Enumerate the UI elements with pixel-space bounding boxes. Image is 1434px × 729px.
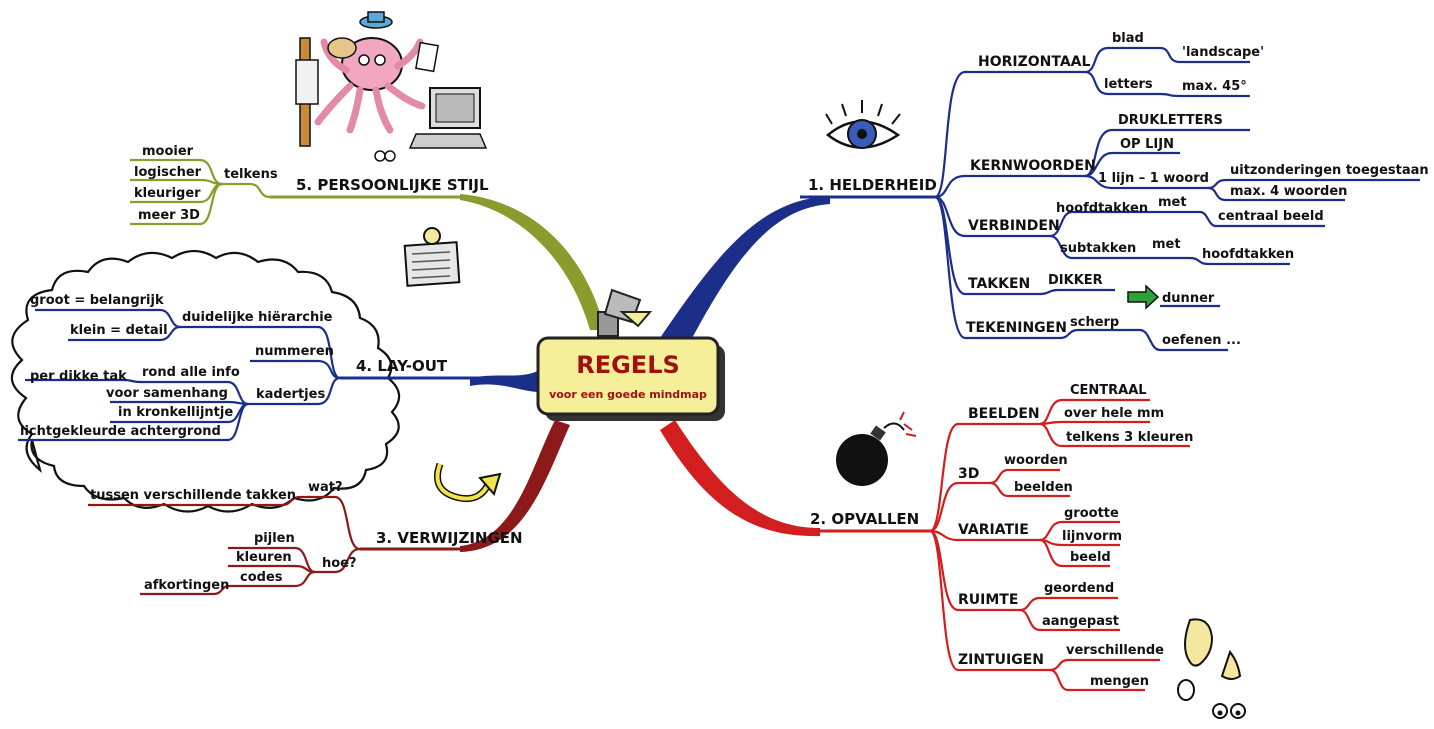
groot-label: groot = belangrijk [30, 293, 164, 308]
uitzonderingen-label: uitzonderingen toegestaan [1230, 163, 1429, 178]
grootte-label: grootte [1064, 506, 1119, 521]
branch-stijl [460, 194, 605, 330]
horizontaal-label: HORIZONTAAL [978, 54, 1091, 70]
stijl-label: 5. PERSOONLIJKE STIJL [296, 176, 489, 194]
layout-label: 4. LAY-OUT [356, 357, 448, 375]
verschillende-label: verschillende [1066, 643, 1164, 658]
hoofdtakken-label: hoofdtakken [1056, 201, 1148, 216]
curved-arrow-icon [434, 462, 502, 503]
nummeren-label: nummeren [255, 344, 334, 359]
verwijzingen-label: 3. VERWIJZINGEN [376, 529, 523, 547]
lamp-icon [597, 288, 653, 337]
central-title: REGELS [576, 351, 680, 379]
eye-icon [825, 100, 901, 149]
kernwoorden-label: KERNWOORDEN [970, 158, 1096, 174]
branch-opvallen [660, 420, 820, 537]
takken-label: TAKKEN [968, 276, 1030, 292]
telkens-label: telkens [224, 167, 278, 182]
octopus-artist-icon [295, 11, 488, 162]
drukletters-label: DRUKLETTERS [1118, 113, 1223, 128]
ear-icon [1184, 618, 1214, 667]
hoofdtakken2-label: hoofdtakken [1202, 247, 1294, 262]
beeld-label: beeld [1070, 550, 1111, 565]
eyes-icon [1212, 703, 1246, 719]
variatie-label: VARIATIE [958, 522, 1029, 538]
helderheid-label: 1. HELDERHEID [808, 176, 937, 194]
hoe-label: hoe? [322, 556, 357, 571]
branch-layout [470, 370, 540, 392]
dunner-label: dunner [1162, 291, 1215, 306]
branch-verwijzingen [460, 420, 570, 552]
cloud-outline [10, 249, 401, 513]
mooier-label: mooier [142, 144, 194, 159]
layout-group [18, 308, 341, 442]
klein-label: klein = detail [70, 323, 168, 338]
logischer-label: logischer [134, 165, 202, 180]
dikker-label: DIKKER [1048, 273, 1103, 288]
woorden-label: woorden [1004, 453, 1068, 468]
kleuren-label: kleuren [236, 550, 292, 565]
perdikke-label: per dikke tak [30, 369, 127, 384]
centraal-label: CENTRAAL [1070, 383, 1147, 398]
central-box [536, 336, 720, 416]
zintuigen-label: ZINTUIGEN [958, 652, 1044, 668]
newspaper-reader-icon [403, 227, 461, 287]
pijlen-label: pijlen [254, 531, 295, 546]
branch-helderheid [660, 196, 830, 342]
met2-label: met [1152, 237, 1181, 252]
green-arrow-icon [1127, 284, 1160, 310]
mouth-icon [1177, 679, 1195, 701]
aangepast-label: aangepast [1042, 614, 1119, 629]
afkortingen-label: afkortingen [144, 578, 229, 593]
mengen-label: mengen [1090, 674, 1149, 689]
eenlijn-label: 1 lijn – 1 woord [1098, 171, 1209, 186]
lijnvorm-label: lijnvorm [1062, 529, 1122, 544]
geordend-label: geordend [1044, 581, 1114, 596]
max4-label: max. 4 woorden [1230, 184, 1347, 199]
wat-label: wat? [308, 480, 343, 495]
letters-label: letters [1104, 77, 1153, 92]
centraal-beeld-label: centraal beeld [1218, 209, 1324, 224]
scherp-label: scherp [1070, 315, 1119, 330]
central-node: REGELS voor een goede mindmap [536, 336, 725, 421]
d3-label: 3D [958, 466, 979, 482]
rond-label: rond alle info [142, 365, 240, 380]
samenhang-label: voor samenhang [106, 386, 228, 401]
kadertjes-label: kadertjes [256, 387, 325, 402]
max45-label: max. 45° [1182, 79, 1247, 94]
opvallen-label: 2. OPVALLEN [810, 510, 919, 528]
landscape-label: 'landscape' [1182, 45, 1264, 60]
verbinden-label: VERBINDEN [968, 218, 1060, 234]
meer3d-label: meer 3D [138, 208, 200, 223]
central-subtitle: voor een goede mindmap [549, 388, 707, 401]
stijl-group [130, 158, 271, 226]
achtergrond-label: lichtgekleurde achtergrond [20, 424, 221, 439]
tekeningen-label: TEKENINGEN [966, 320, 1067, 336]
kronkel-label: in kronkellijntje [118, 405, 233, 420]
bomb-icon [836, 411, 917, 486]
codes-label: codes [240, 570, 283, 585]
opvallen-group [929, 398, 1190, 692]
oefenen-label: oefenen ... [1162, 333, 1241, 348]
beelden-label: BEELDEN [968, 406, 1040, 422]
telkens3-label: telkens 3 kleuren [1066, 430, 1193, 445]
blad-label: blad [1112, 31, 1144, 46]
tussen-label: tussen verschillende takken [90, 488, 296, 503]
subtakken-label: subtakken [1060, 241, 1136, 256]
nose-icon [1220, 649, 1242, 680]
verwijzingen-group [88, 495, 361, 596]
helderheid-group [934, 46, 1420, 352]
duidelijke-label: duidelijke hiërarchie [182, 310, 333, 325]
ruimte-label: RUIMTE [958, 592, 1018, 608]
beelden-sub-label: beelden [1014, 480, 1073, 495]
over-hele-mm-label: over hele mm [1064, 406, 1164, 421]
met1-label: met [1158, 195, 1187, 210]
kleuriger-label: kleuriger [134, 186, 201, 201]
oplijn-label: OP LIJN [1120, 137, 1174, 152]
